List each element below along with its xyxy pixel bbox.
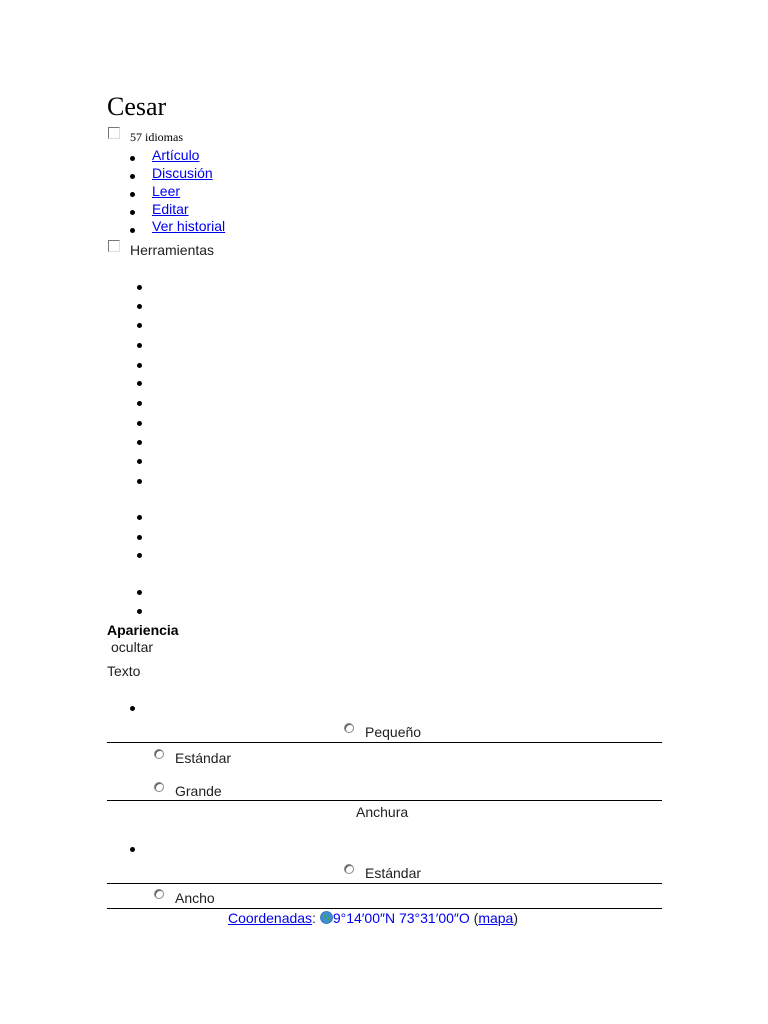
- list-bullet: [130, 174, 135, 179]
- tab-read[interactable]: Leer: [152, 183, 181, 199]
- list-item: [137, 440, 142, 445]
- radio-width-standard-label: Estándar: [365, 865, 422, 881]
- divider: [107, 908, 662, 909]
- list-bullet: [130, 228, 135, 233]
- languages-checkbox[interactable]: [108, 127, 120, 139]
- tools-label: Herramientas: [130, 242, 215, 258]
- map-link[interactable]: mapa: [478, 910, 514, 926]
- radio-text-small-label: Pequeño: [365, 724, 422, 740]
- radio-text-small[interactable]: [344, 723, 354, 733]
- radio-text-large[interactable]: [154, 782, 164, 792]
- tab-history[interactable]: Ver historial: [152, 218, 226, 234]
- list-item: [137, 515, 142, 520]
- list-item: [137, 609, 142, 614]
- divider: [107, 742, 662, 743]
- languages-label: 57 idiomas: [130, 130, 183, 144]
- text-size-label: Texto: [107, 663, 141, 679]
- coordinates-value-link[interactable]: 9°14′00″N 73°31′00″O: [332, 910, 470, 926]
- list-item: [137, 343, 142, 348]
- globe-icon: [319, 911, 333, 924]
- radio-width-standard[interactable]: [344, 864, 354, 874]
- paren-open: (: [469, 910, 479, 926]
- list-item: [137, 381, 142, 386]
- radio-width-wide[interactable]: [154, 889, 164, 899]
- list-item: [137, 590, 142, 595]
- radio-text-standard-label: Estándar: [175, 750, 232, 766]
- tab-article[interactable]: Artículo: [152, 147, 200, 163]
- divider: [107, 800, 662, 801]
- paren-close: ): [513, 910, 519, 926]
- list-item: [137, 535, 142, 540]
- radio-width-wide-label: Ancho: [175, 890, 215, 906]
- list-item: [137, 363, 142, 368]
- radio-text-standard[interactable]: [154, 749, 164, 759]
- tab-edit[interactable]: Editar: [152, 201, 189, 217]
- width-label: Anchura: [356, 804, 409, 820]
- page-title: Cesar: [107, 92, 167, 121]
- list-item: [137, 421, 142, 426]
- coordinates: Coordenadas: 9°14′00″N 73°31′00″O (mapa): [228, 910, 518, 926]
- list-item: [137, 479, 142, 484]
- appearance-heading: Apariencia: [107, 622, 179, 638]
- tools-checkbox[interactable]: [108, 240, 120, 252]
- radio-text-large-label: Grande: [175, 783, 222, 799]
- list-item: [137, 323, 142, 328]
- tab-discussion[interactable]: Discusión: [152, 165, 213, 181]
- list-item: [137, 285, 142, 290]
- list-bullet: [130, 847, 135, 852]
- list-bullet: [130, 156, 135, 161]
- list-item: [137, 304, 142, 309]
- list-item: [137, 459, 142, 464]
- divider: [107, 883, 662, 884]
- colon: :: [312, 910, 320, 926]
- list-bullet: [130, 706, 135, 711]
- hide-appearance-button[interactable]: ocultar: [111, 639, 154, 655]
- list-bullet: [130, 192, 135, 197]
- coordinates-link[interactable]: Coordenadas: [228, 910, 313, 926]
- list-bullet: [130, 210, 135, 215]
- list-item: [137, 553, 142, 558]
- list-item: [137, 401, 142, 406]
